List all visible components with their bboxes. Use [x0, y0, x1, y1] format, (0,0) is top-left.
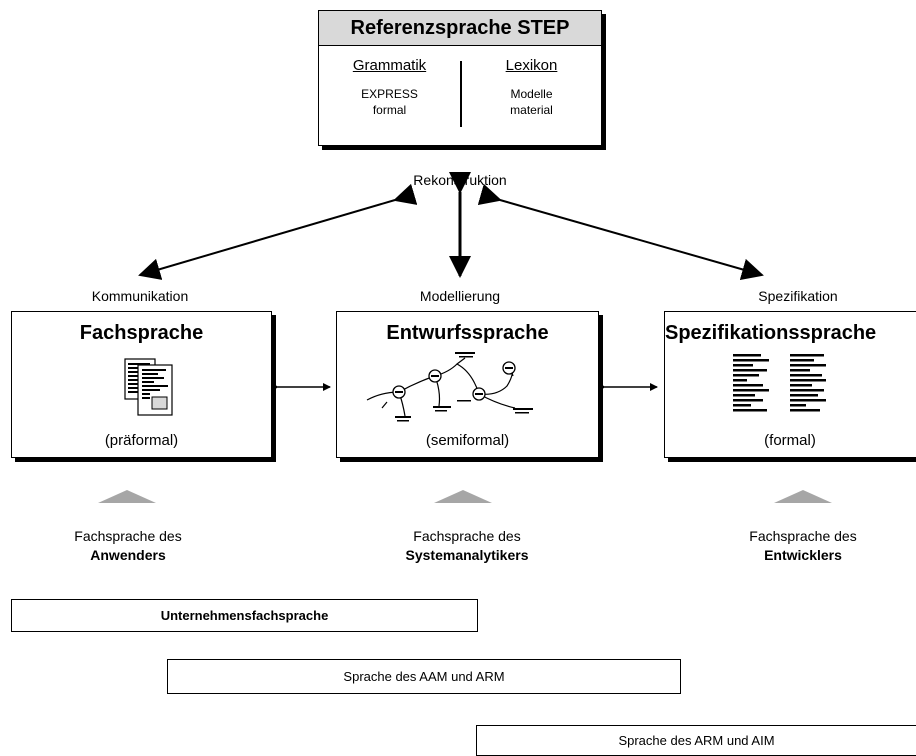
bar-unternehmensfachsprache: Unternehmensfachsprache — [11, 599, 478, 632]
triangle-systemanalytiker — [434, 490, 492, 503]
arrow-reconstruction-right — [477, 183, 764, 281]
step-reference-box: Referenzsprache STEP Grammatik EXPRESS f… — [318, 10, 602, 146]
footer-anwender-line1: Fachsprache des — [74, 528, 182, 544]
document-stack-icon — [124, 358, 173, 416]
entwurfssprache-subtitle: (semiformal) — [425, 432, 510, 449]
footer-entwickler: Fachsprache des Entwicklers — [703, 527, 903, 565]
role-label-kommunikation: Kommunikation — [91, 288, 189, 304]
footer-anwender: Fachsprache des Anwenders — [28, 527, 228, 565]
lexicon-line2: material — [510, 103, 553, 117]
footer-systemanalytiker-line2: Systemanalytikers — [405, 547, 529, 563]
fachsprache-subtitle: (präformal) — [104, 432, 179, 449]
grammar-line2: formal — [372, 103, 407, 117]
grammar-column: Grammatik EXPRESS formal — [327, 57, 452, 118]
fachsprache-title: Fachsprache — [79, 322, 204, 344]
grammar-line1: EXPRESS — [361, 87, 418, 101]
grammar-divider — [460, 61, 462, 127]
reconstruction-label: Rekonstruktion — [413, 172, 507, 188]
lexicon-column: Lexikon Modelle material — [474, 57, 589, 118]
triangle-anwender — [98, 490, 156, 503]
specification-text-icon — [733, 354, 826, 412]
entity-network-icon — [366, 352, 533, 422]
bar-arm-aim: Sprache des ARM und AIM — [476, 725, 916, 756]
spezifikationssprache-title: Spezifikationssprache — [665, 322, 877, 344]
entwurfssprache-title: Entwurfssprache — [386, 322, 549, 344]
triangle-entwickler — [774, 490, 832, 503]
role-label-spezifikation: Spezifikation — [758, 288, 838, 304]
step-title: Referenzsprache STEP — [319, 11, 601, 46]
lexicon-heading: Lexikon — [505, 57, 558, 74]
footer-systemanalytiker: Fachsprache des Systemanalytikers — [367, 527, 567, 565]
arrow-reconstruction-left — [138, 183, 418, 280]
footer-systemanalytiker-line1: Fachsprache des — [413, 528, 521, 544]
spezifikationssprache-box: Spezifikationssprache (formal) — [664, 311, 916, 458]
grammar-heading: Grammatik — [352, 57, 427, 74]
footer-entwickler-line1: Fachsprache des — [749, 528, 857, 544]
spezifikationssprache-subtitle: (formal) — [764, 432, 816, 449]
lexicon-line1: Modelle — [510, 87, 553, 101]
footer-entwickler-line2: Entwicklers — [764, 547, 842, 563]
role-label-modellierung: Modellierung — [419, 288, 501, 304]
entwurfssprache-box: Entwurfssprache (semiformal) — [336, 311, 599, 458]
fachsprache-box: Fachsprache (präformal) — [11, 311, 272, 458]
bar-aam-arm: Sprache des AAM und ARM — [167, 659, 681, 694]
footer-anwender-line2: Anwenders — [90, 547, 166, 563]
